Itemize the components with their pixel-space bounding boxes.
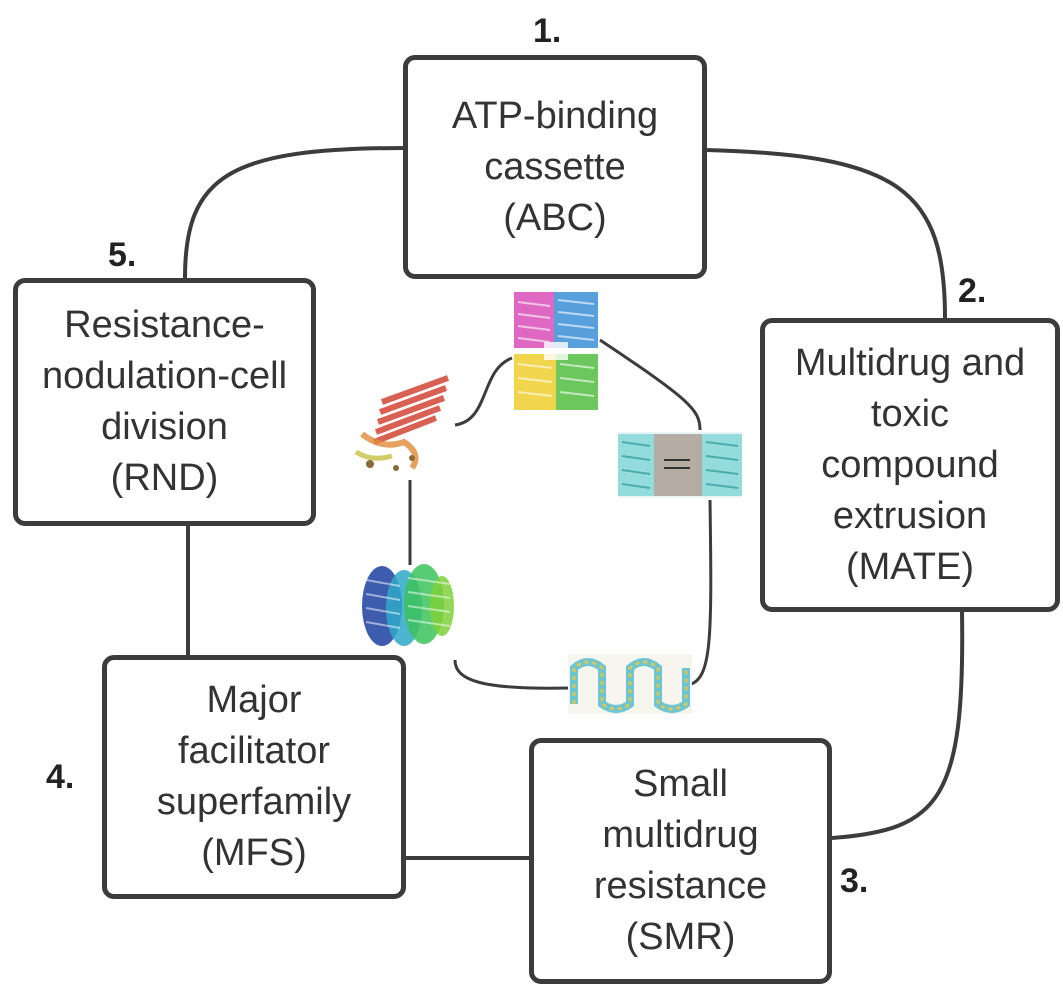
family-number-mate: 2. bbox=[958, 272, 987, 310]
family-label-line: (MATE) bbox=[845, 545, 975, 588]
family-label-line: compound bbox=[821, 443, 999, 486]
family-label-line: resistance bbox=[593, 865, 768, 907]
family-label-line: facilitator bbox=[177, 730, 331, 772]
family-number-mfs: 4. bbox=[46, 758, 75, 796]
family-label-line: extrusion bbox=[832, 494, 988, 537]
mate-structure-image bbox=[618, 432, 742, 498]
inner-connector-mate-smr bbox=[687, 499, 713, 687]
rnd-structure-image bbox=[354, 375, 450, 471]
family-label-line: toxic bbox=[870, 392, 950, 435]
inner-connector-smr-mfs bbox=[453, 659, 571, 690]
family-box-abc: ATP-binding cassette (ABC) bbox=[403, 55, 707, 279]
family-box-smr: Small multidrug resistance (SMR) bbox=[529, 738, 832, 984]
family-label-line: nodulation-cell bbox=[41, 355, 288, 397]
connector-rnd-abc bbox=[183, 146, 406, 279]
family-box-mate: Multidrug and toxic compound extrusion (… bbox=[760, 318, 1060, 612]
family-box-rnd: Resistance- nodulation-cell division (RN… bbox=[13, 278, 316, 526]
inner-connector-rnd-abc bbox=[454, 356, 513, 427]
abc-structure-image bbox=[514, 292, 598, 410]
family-number-abc: 1. bbox=[533, 12, 562, 50]
inner-connector-abc-mate bbox=[599, 338, 702, 431]
family-box-mfs: Major facilitator superfamily (MFS) bbox=[102, 655, 406, 899]
connector-mate-smr bbox=[831, 611, 965, 840]
family-number-smr: 3. bbox=[840, 862, 869, 900]
family-label-line: (SMR) bbox=[625, 916, 736, 958]
smr-structure-image bbox=[568, 654, 692, 714]
family-label-line: Small bbox=[632, 763, 729, 805]
family-label-line: (ABC) bbox=[503, 196, 607, 239]
family-label-line: Multidrug and bbox=[794, 341, 1026, 384]
family-label-line: Major bbox=[206, 679, 302, 721]
connector-abc-mate bbox=[705, 148, 947, 319]
family-label-line: (MFS) bbox=[201, 832, 307, 874]
family-label-line: superfamily bbox=[156, 781, 352, 823]
mfs-structure-image bbox=[362, 564, 454, 646]
family-number-rnd: 5. bbox=[108, 236, 137, 274]
family-label-line: ATP-binding bbox=[451, 94, 659, 137]
family-label-line: multidrug bbox=[602, 814, 759, 856]
family-label-line: Resistance- bbox=[64, 304, 265, 346]
family-label-line: cassette bbox=[484, 145, 626, 188]
family-label-line: division bbox=[101, 406, 228, 448]
family-label-line: (RND) bbox=[110, 457, 219, 499]
